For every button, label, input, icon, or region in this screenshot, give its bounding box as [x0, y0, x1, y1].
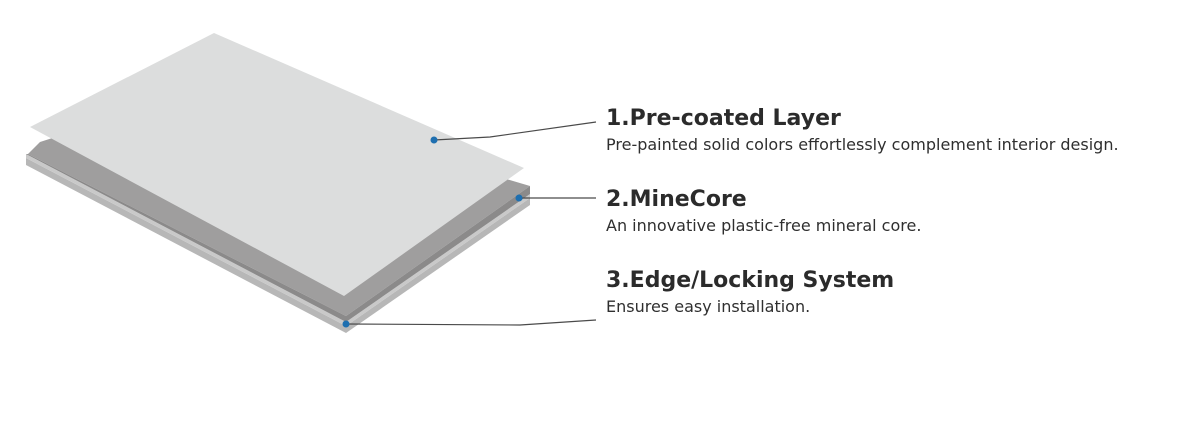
edge-highlight — [26, 154, 530, 326]
marker-dot-2 — [515, 194, 523, 202]
core-front-edge — [26, 154, 530, 322]
pre-coated-layer-sheet — [30, 33, 524, 296]
callout-pre-coated-layer: 1.Pre-coated Layer Pre-painted solid col… — [606, 106, 1119, 155]
callout-description: Ensures easy installation. — [606, 297, 811, 316]
leader-line-1 — [433, 121, 597, 141]
callout-description: An innovative plastic-free mineral core. — [606, 216, 922, 235]
marker-dot-3 — [342, 320, 350, 328]
callout-title: 2.MineCore — [606, 187, 747, 212]
leader-line-3 — [345, 319, 597, 326]
marker-dot-1 — [430, 136, 438, 144]
edge-locking-strip — [26, 158, 530, 333]
callout-minecore: 2.MineCore An innovative plastic-free mi… — [606, 187, 921, 236]
callout-description: Pre-painted solid colors effortlessly co… — [606, 135, 1119, 154]
callout-edge-locking-system: 3.Edge/Locking System Ensures easy insta… — [606, 268, 894, 317]
callout-title: 3.Edge/Locking System — [606, 268, 895, 293]
callout-title: 1.Pre-coated Layer — [606, 106, 841, 131]
